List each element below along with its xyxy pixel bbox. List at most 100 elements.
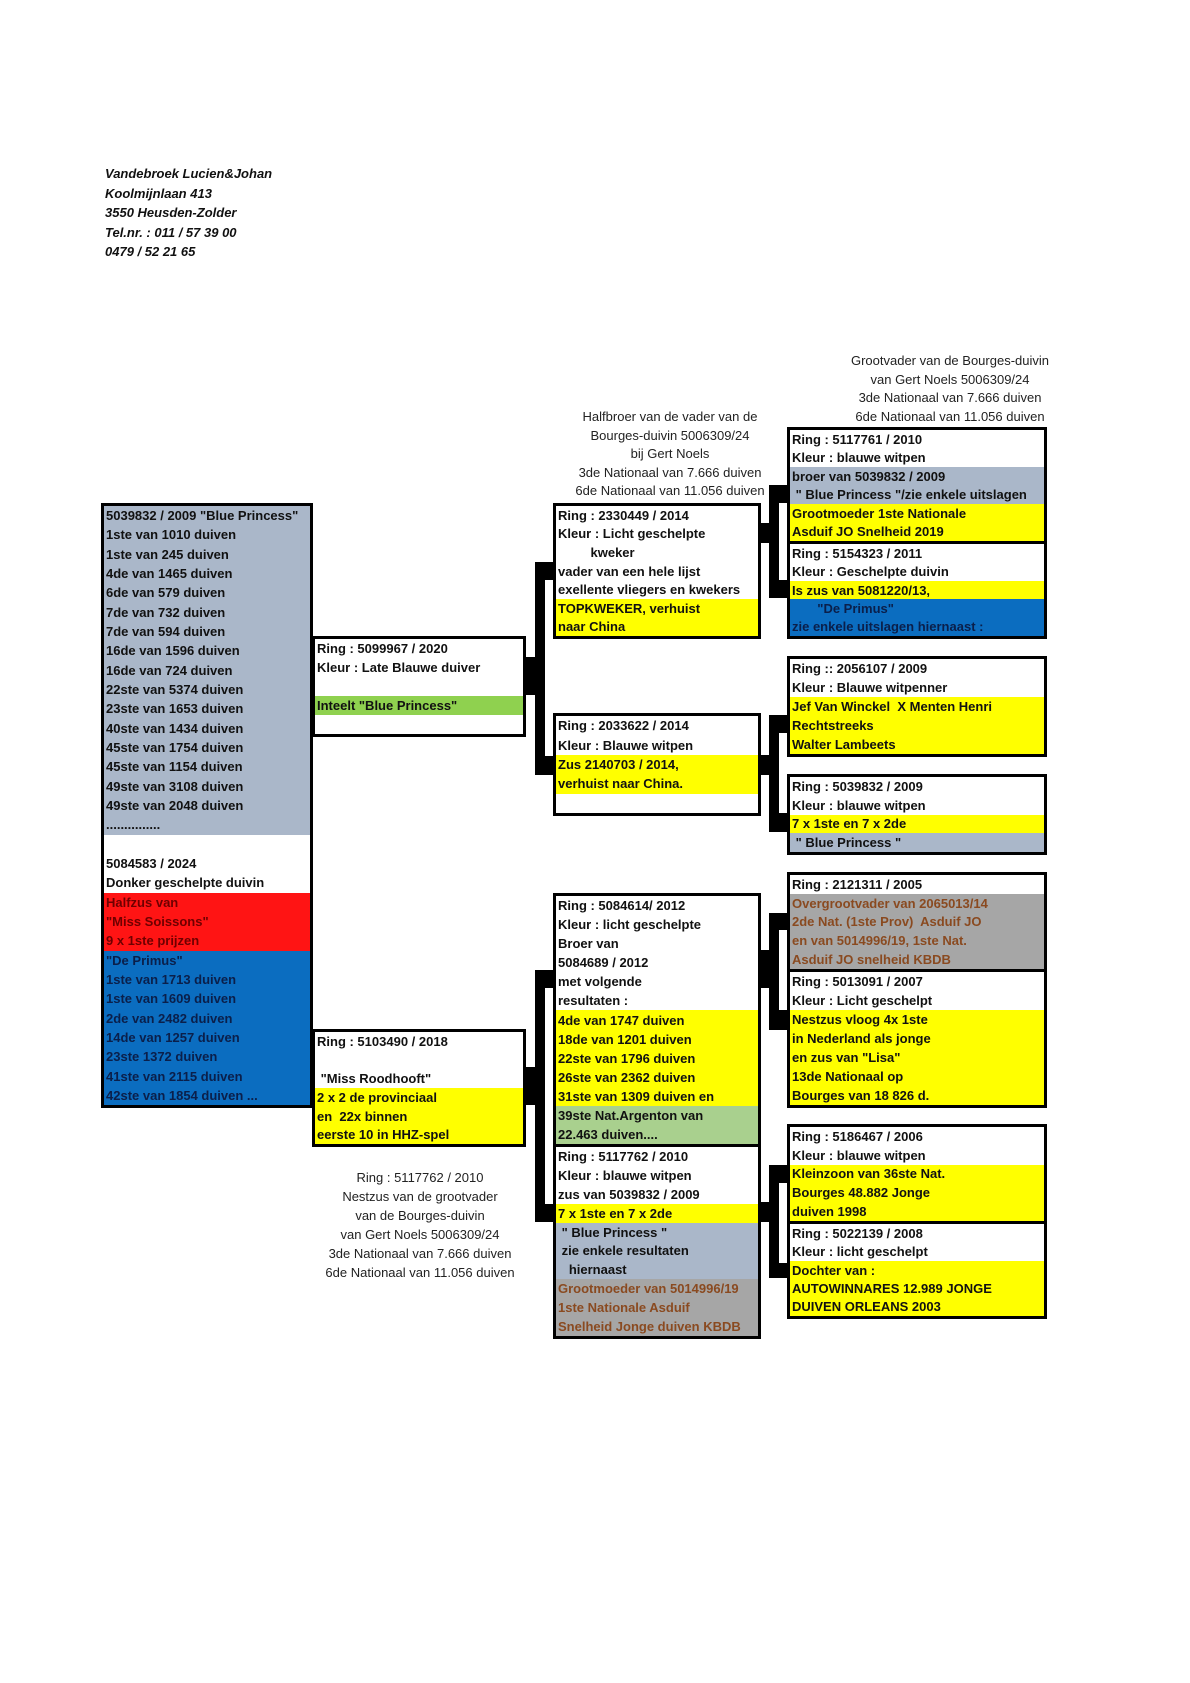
pedigree-line: Is zus van 5081220/13, bbox=[790, 580, 1044, 600]
pedigree-line: Walter Lambeets bbox=[790, 735, 1044, 754]
caption-line: Grootvader van de Bourges-duivin bbox=[850, 353, 1049, 368]
pedigree-line: 5039832 / 2009 "Blue Princess" bbox=[104, 506, 310, 526]
pedigree-line: 22ste van 1796 duiven bbox=[556, 1048, 758, 1068]
pedigree-line: 1ste van 1010 duiven bbox=[104, 525, 310, 545]
caption-line: 6de Nationaal van 11.056 duiven bbox=[855, 408, 1045, 424]
pedigree-line: 5084583 / 2024 bbox=[104, 853, 310, 874]
caption-line: 3de Nationaal van 7.666 duiven bbox=[578, 464, 762, 480]
pedigree-line: 5084689 / 2012 bbox=[556, 953, 758, 973]
pedigree-line: Rechtstreeks bbox=[790, 716, 1044, 735]
pedigree-line: Kleur : Licht geschelpt bbox=[790, 991, 1044, 1010]
pedigree-line: 7 x 1ste en 7 x 2de bbox=[556, 1203, 758, 1223]
pedigree-line: " Blue Princess "/zie enkele uitslagen bbox=[790, 485, 1044, 504]
pedigree-line: 49ste van 2048 duiven bbox=[104, 795, 310, 816]
pedigree-line: Bourges 48.882 Jonge bbox=[790, 1183, 1044, 1203]
pedigree-line: Kleur : blauwe witpen bbox=[790, 1145, 1044, 1165]
caption-nestsister: Ring : 5117762 / 2010 Nestzus van de gro… bbox=[300, 1168, 540, 1282]
pedigree-line: 6de van 579 duiven bbox=[104, 583, 310, 603]
caption-line: Bourges-duivin 5006309/24 bbox=[590, 427, 750, 443]
pedigree-line: en van 5014996/19, 1ste Nat. bbox=[790, 931, 1044, 951]
pedigree-line: Ring : 5013091 / 2007 bbox=[790, 972, 1044, 991]
pedigree-line: Jef Van Winckel X Menten Henri bbox=[790, 697, 1044, 716]
pedigree-line: exellente vliegers en kwekers bbox=[556, 580, 758, 599]
pedigree-line: Ring : 5103490 / 2018 bbox=[315, 1032, 523, 1051]
pedigree-line: Snelheid Jonge duiven KBDB bbox=[556, 1317, 758, 1337]
pedigree-line: 22ste van 5374 duiven bbox=[104, 679, 310, 700]
pedigree-line: 4de van 1747 duiven bbox=[556, 1010, 758, 1030]
pedigree-line: 22.463 duiven.... bbox=[556, 1124, 758, 1145]
pedigree-line: DUIVEN ORLEANS 2003 bbox=[790, 1297, 1044, 1317]
pedigree-line: Ring : 5084614/ 2012 bbox=[556, 896, 758, 916]
pedigree-line: 45ste van 1754 duiven bbox=[104, 737, 310, 758]
pedigree-line: Asduif JO snelheid KBDB bbox=[790, 950, 1044, 969]
pedigree-line: broer van 5039832 / 2009 bbox=[790, 467, 1044, 486]
caption-line: Halfbroer van de vader van de bbox=[582, 409, 758, 424]
pedigree-line: Ring : 2121311 / 2005 bbox=[790, 875, 1044, 894]
pedigree-line: verhuist naar China. bbox=[556, 774, 758, 794]
pedigree-line: Inteelt "Blue Princess" bbox=[315, 696, 523, 715]
pedigree-line: TOPKWEKER, verhuist bbox=[556, 598, 758, 618]
pedigree-line bbox=[315, 1050, 523, 1070]
pedigree-line: met volgende bbox=[556, 972, 758, 992]
pedigree-line: in Nederland als jonge bbox=[790, 1029, 1044, 1048]
pedigree-line: Ring : 5022139 / 2008 bbox=[790, 1224, 1044, 1243]
pedigree-line bbox=[315, 677, 523, 696]
caption-line: 6de Nationaal van 11.056 duiven bbox=[575, 483, 765, 499]
pedigree-line: Kleur : Geschelpte duivin bbox=[790, 562, 1044, 581]
pedigree-line: Grootmoeder 1ste Nationale bbox=[790, 504, 1044, 523]
pedigree-line: 45ste van 1154 duiven bbox=[104, 757, 310, 777]
pedigree-line: 1ste van 245 duiven bbox=[104, 544, 310, 564]
pedigree-line: 1ste van 1609 duiven bbox=[104, 989, 310, 1009]
pedigree-line: kweker bbox=[556, 543, 758, 562]
breeder-name: Vandebroek Lucien&Johan bbox=[105, 166, 273, 181]
pedigree-line: Ring : 2330449 / 2014 bbox=[556, 506, 758, 525]
pedigree-line: hiernaast bbox=[556, 1260, 758, 1280]
pedigree-line: 1ste Nationale Asduif bbox=[556, 1298, 758, 1318]
caption-line: van Gert Noels 5006309/24 bbox=[340, 1227, 500, 1242]
pedigree-line: 39ste Nat.Argenton van bbox=[556, 1105, 758, 1125]
pedigree-line: Overgrootvader van 2065013/14 bbox=[790, 893, 1044, 913]
caption-line: Nestzus van de grootvader bbox=[342, 1189, 498, 1204]
pedigree-line: eerste 10 in HHZ-spel bbox=[315, 1125, 523, 1145]
pedigree-line: Kleur : Late Blauwe duiver bbox=[315, 658, 523, 677]
pedigree-line: Kleur : blauwe witpen bbox=[790, 448, 1044, 467]
pedigree-line: Ring : 5186467 / 2006 bbox=[790, 1127, 1044, 1146]
caption-grandfather: Grootvader van de Bourges-duivin van Ger… bbox=[820, 352, 1080, 426]
pedigree-line: resultaten : bbox=[556, 991, 758, 1011]
pedigree-line: zie enkele uitslagen hiernaast : bbox=[790, 617, 1044, 637]
pedigree-line: " Blue Princess " bbox=[556, 1222, 758, 1242]
pedigree-line: 31ste van 1309 duiven en bbox=[556, 1086, 758, 1106]
caption-line: 3de Nationaal van 7.666 duiven bbox=[328, 1246, 512, 1261]
pedigree-line: en zus van "Lisa" bbox=[790, 1048, 1044, 1067]
pedigree-line: 4de van 1465 duiven bbox=[104, 563, 310, 584]
pedigree-line: Broer van bbox=[556, 934, 758, 954]
pedigree-line: 23ste van 1653 duiven bbox=[104, 699, 310, 719]
pedigree-line: 23ste 1372 duiven bbox=[104, 1047, 310, 1067]
pedigree-line: 13de Nationaal op bbox=[790, 1067, 1044, 1086]
pedigree-line: 9 x 1ste prijzen bbox=[104, 931, 310, 951]
breeder-city: 3550 Heusden-Zolder bbox=[105, 205, 237, 220]
pedigree-line: "De Primus" bbox=[104, 950, 310, 970]
pedigree-line: zus van 5039832 / 2009 bbox=[556, 1184, 758, 1204]
pedigree-line: "Miss Roodhooft" bbox=[315, 1069, 523, 1089]
breeder-mobile: 0479 / 52 21 65 bbox=[105, 244, 196, 259]
pedigree-line: Kleur : Licht geschelpte bbox=[556, 524, 758, 544]
pedigree-line: 7 x 1ste en 7 x 2de bbox=[790, 814, 1044, 834]
pedigree-line: 16de van 1596 duiven bbox=[104, 641, 310, 661]
pedigree-line: Ring :: 2056107 / 2009 bbox=[790, 659, 1044, 678]
pedigree-line: 26ste van 2362 duiven bbox=[556, 1067, 758, 1087]
pedigree-line bbox=[315, 715, 523, 734]
pedigree-line: 42ste van 1854 duiven ... bbox=[104, 1085, 310, 1106]
pedigree-line: Ring : 5117762 / 2010 bbox=[556, 1147, 758, 1166]
pedigree-line: " Blue Princess " bbox=[790, 833, 1044, 852]
